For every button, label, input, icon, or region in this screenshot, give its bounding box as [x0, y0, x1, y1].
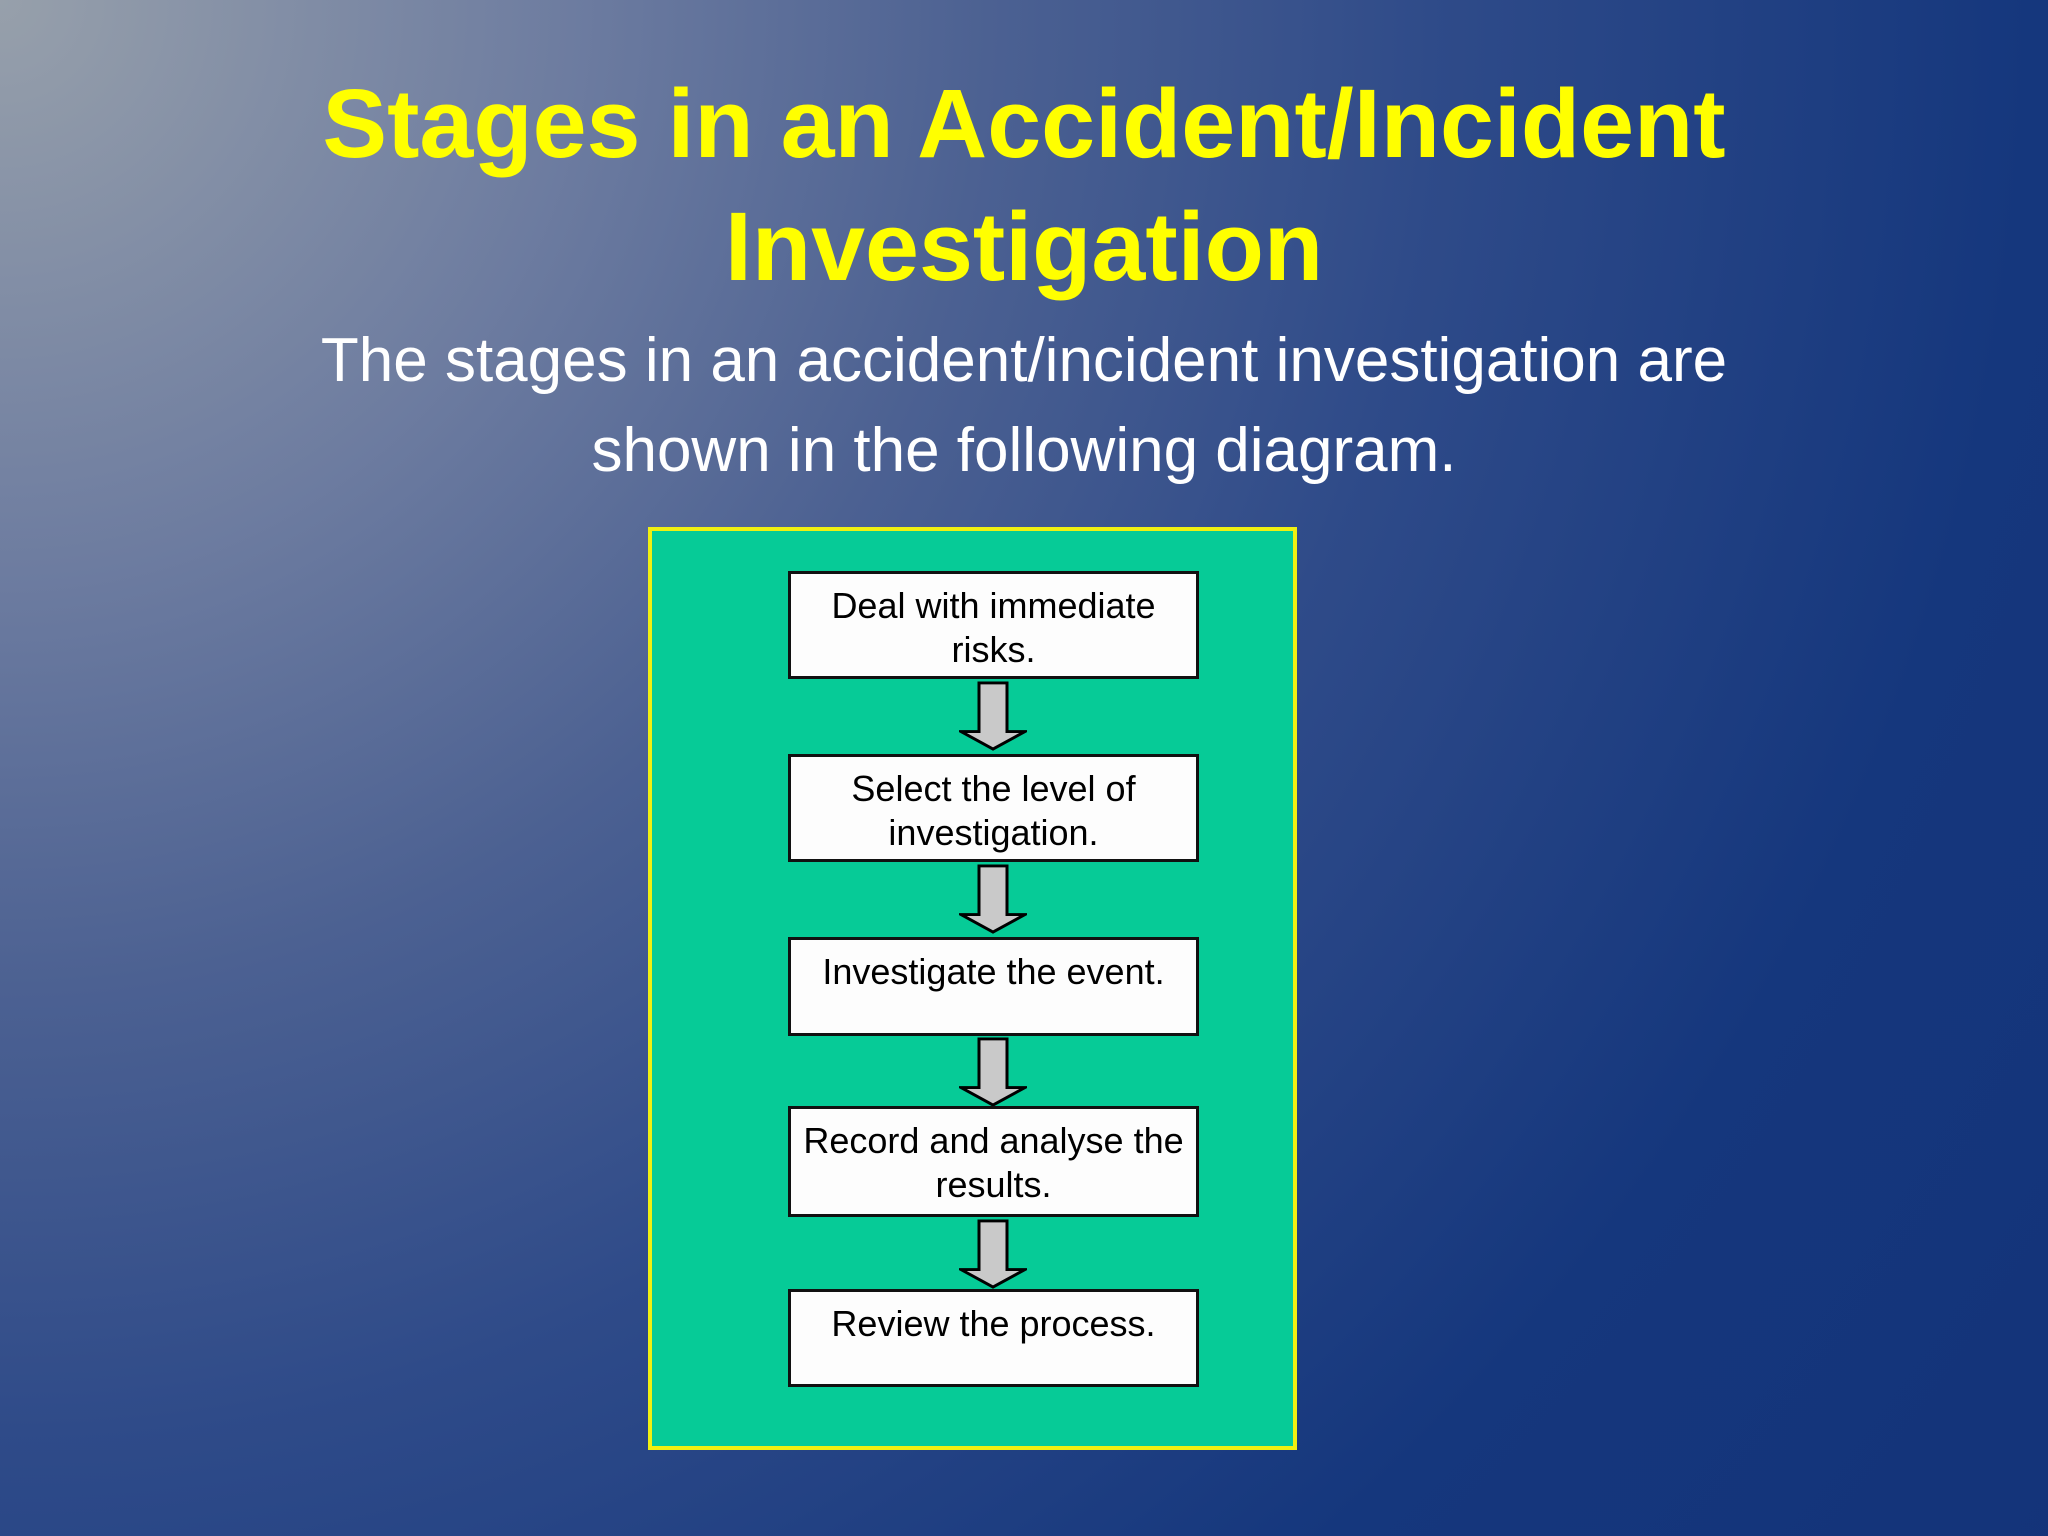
flow-box-investigate-event: Investigate the event. [788, 937, 1199, 1036]
flow-box-select-level: Select the level of investigation. [788, 754, 1199, 862]
slide-title: Stages in an Accident/Incident Investiga… [322, 69, 1726, 301]
flow-box-review-process: Review the process. [788, 1289, 1199, 1387]
flow-box-text: Investigate the event. [822, 951, 1165, 992]
flowchart-panel: Deal with immediate risks. Select the le… [648, 527, 1297, 1450]
flow-box-text: Review the process. [831, 1303, 1156, 1344]
flow-box-deal-with-risks: Deal with immediate risks. [788, 571, 1199, 679]
down-arrow-icon [955, 681, 1031, 751]
flow-box-record-analyse: Record and analyse the results. [788, 1106, 1199, 1217]
flow-box-text: Record and analyse the results. [803, 1120, 1184, 1205]
down-arrow-icon [955, 1219, 1031, 1289]
down-arrow-icon [955, 864, 1031, 934]
slide-subtitle: The stages in an accident/incident inves… [320, 326, 1728, 485]
flow-box-text: Deal with immediate risks. [831, 585, 1156, 670]
flow-box-text: Select the level of investigation. [851, 768, 1136, 853]
down-arrow-icon [955, 1037, 1031, 1107]
